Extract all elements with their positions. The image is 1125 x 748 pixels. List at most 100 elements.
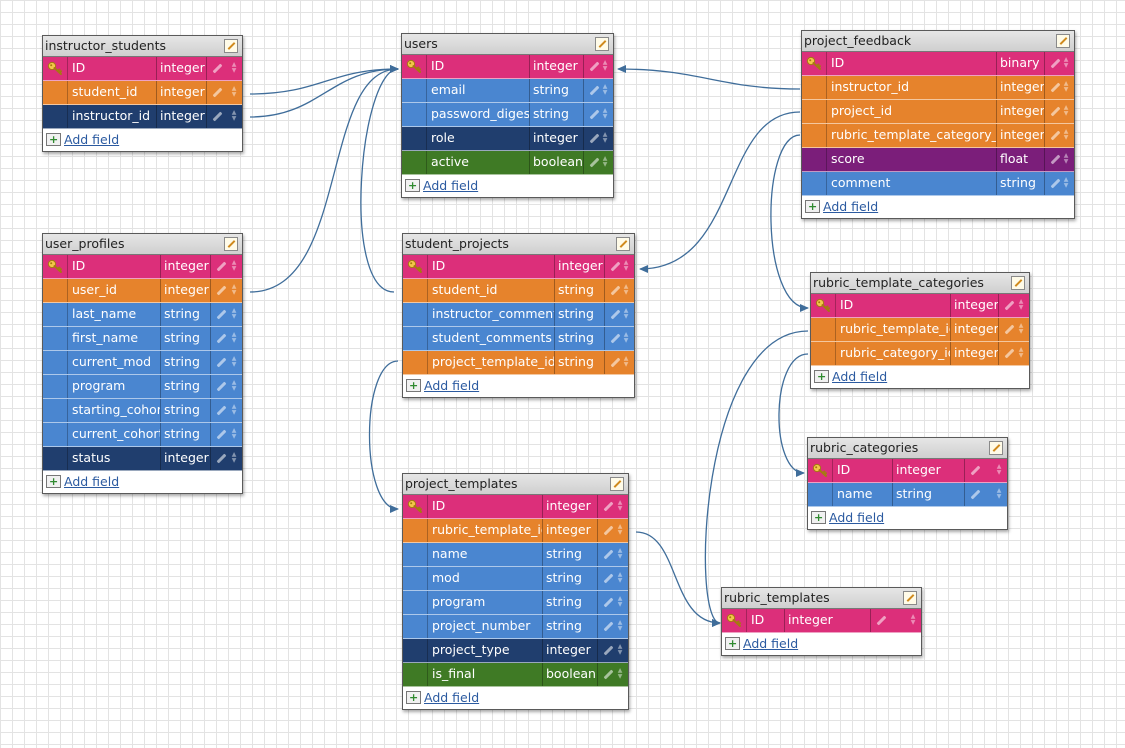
move-arrows-icon[interactable]: ▲▼ <box>231 307 237 320</box>
move-arrows-icon[interactable]: ▲▼ <box>231 379 237 392</box>
move-arrows-icon[interactable]: ▲▼ <box>617 499 623 512</box>
pencil-edit-icon[interactable] <box>589 157 600 168</box>
pencil-edit-icon[interactable] <box>589 133 600 144</box>
move-arrows-icon[interactable]: ▲▼ <box>623 307 629 320</box>
add-field-icon[interactable] <box>46 471 61 493</box>
move-arrows-icon[interactable]: ▲▼ <box>231 283 237 296</box>
add-field-button[interactable]: Add field <box>64 132 120 147</box>
move-arrows-icon[interactable]: ▲▼ <box>1063 152 1069 165</box>
add-field-button[interactable]: Add field <box>424 378 480 393</box>
move-arrows-icon[interactable]: ▲▼ <box>623 331 629 344</box>
move-arrows-icon[interactable]: ▲▼ <box>231 259 237 272</box>
pencil-edit-icon[interactable] <box>1050 58 1061 69</box>
edit-table-icon[interactable] <box>616 237 630 251</box>
pencil-edit-icon[interactable] <box>603 645 614 656</box>
move-arrows-icon[interactable]: ▲▼ <box>1063 128 1069 141</box>
move-arrows-icon[interactable]: ▲▼ <box>617 643 623 656</box>
pencil-edit-icon[interactable] <box>603 573 614 584</box>
pencil-edit-icon[interactable] <box>589 85 600 96</box>
move-arrows-icon[interactable]: ▲▼ <box>1063 104 1069 117</box>
pencil-edit-icon[interactable] <box>216 381 227 392</box>
pencil-edit-icon[interactable] <box>1004 324 1015 335</box>
add-field-icon[interactable] <box>811 507 826 529</box>
move-arrows-icon[interactable]: ▲▼ <box>617 547 623 560</box>
move-arrows-icon[interactable]: ▲▼ <box>231 427 237 440</box>
edit-table-icon[interactable] <box>224 237 238 251</box>
move-arrows-icon[interactable]: ▲▼ <box>623 355 629 368</box>
move-arrows-icon[interactable]: ▲▼ <box>623 259 629 272</box>
move-arrows-icon[interactable]: ▲▼ <box>231 331 237 344</box>
add-field-icon[interactable] <box>805 196 820 218</box>
pencil-edit-icon[interactable] <box>603 621 614 632</box>
add-field-icon[interactable] <box>406 375 421 397</box>
move-arrows-icon[interactable]: ▲▼ <box>1018 346 1024 359</box>
move-arrows-icon[interactable]: ▲▼ <box>617 667 623 680</box>
move-arrows-icon[interactable]: ▲▼ <box>602 59 608 72</box>
pencil-edit-icon[interactable] <box>212 87 223 98</box>
pencil-edit-icon[interactable] <box>216 333 227 344</box>
move-arrows-icon[interactable]: ▲▼ <box>231 61 237 74</box>
add-field-button[interactable]: Add field <box>424 690 480 705</box>
add-field-button[interactable]: Add field <box>423 178 479 193</box>
pencil-edit-icon[interactable] <box>603 669 614 680</box>
pencil-edit-icon[interactable] <box>610 309 621 320</box>
add-field-button[interactable]: Add field <box>829 510 885 525</box>
add-field-icon[interactable] <box>725 633 740 655</box>
move-arrows-icon[interactable]: ▲▼ <box>623 283 629 296</box>
move-arrows-icon[interactable]: ▲▼ <box>617 619 623 632</box>
add-field-icon[interactable] <box>405 175 420 197</box>
move-arrows-icon[interactable]: ▲▼ <box>1063 56 1069 69</box>
move-arrows-icon[interactable]: ▲▼ <box>1063 176 1069 189</box>
move-arrows-icon[interactable]: ▲▼ <box>617 595 623 608</box>
pencil-edit-icon[interactable] <box>1004 348 1015 359</box>
move-arrows-icon[interactable]: ▲▼ <box>231 109 237 122</box>
pencil-edit-icon[interactable] <box>216 309 227 320</box>
edit-table-icon[interactable] <box>989 441 1003 455</box>
edit-table-icon[interactable] <box>1056 34 1070 48</box>
pencil-edit-icon[interactable] <box>216 405 227 416</box>
pencil-edit-icon[interactable] <box>603 525 614 536</box>
edit-table-icon[interactable] <box>610 477 624 491</box>
move-arrows-icon[interactable]: ▲▼ <box>1018 298 1024 311</box>
move-arrows-icon[interactable]: ▲▼ <box>617 523 623 536</box>
pencil-edit-icon[interactable] <box>1050 82 1061 93</box>
table-header[interactable]: instructor_students <box>43 36 242 57</box>
edit-table-icon[interactable] <box>224 39 238 53</box>
move-arrows-icon[interactable]: ▲▼ <box>602 107 608 120</box>
pencil-edit-icon[interactable] <box>610 285 621 296</box>
table-header[interactable]: project_templates <box>403 474 628 495</box>
pencil-edit-icon[interactable] <box>610 357 621 368</box>
add-field-icon[interactable] <box>814 366 829 388</box>
pencil-edit-icon[interactable] <box>970 465 981 476</box>
pencil-edit-icon[interactable] <box>1050 178 1061 189</box>
table-header[interactable]: rubric_categories <box>808 438 1007 459</box>
pencil-edit-icon[interactable] <box>212 111 223 122</box>
